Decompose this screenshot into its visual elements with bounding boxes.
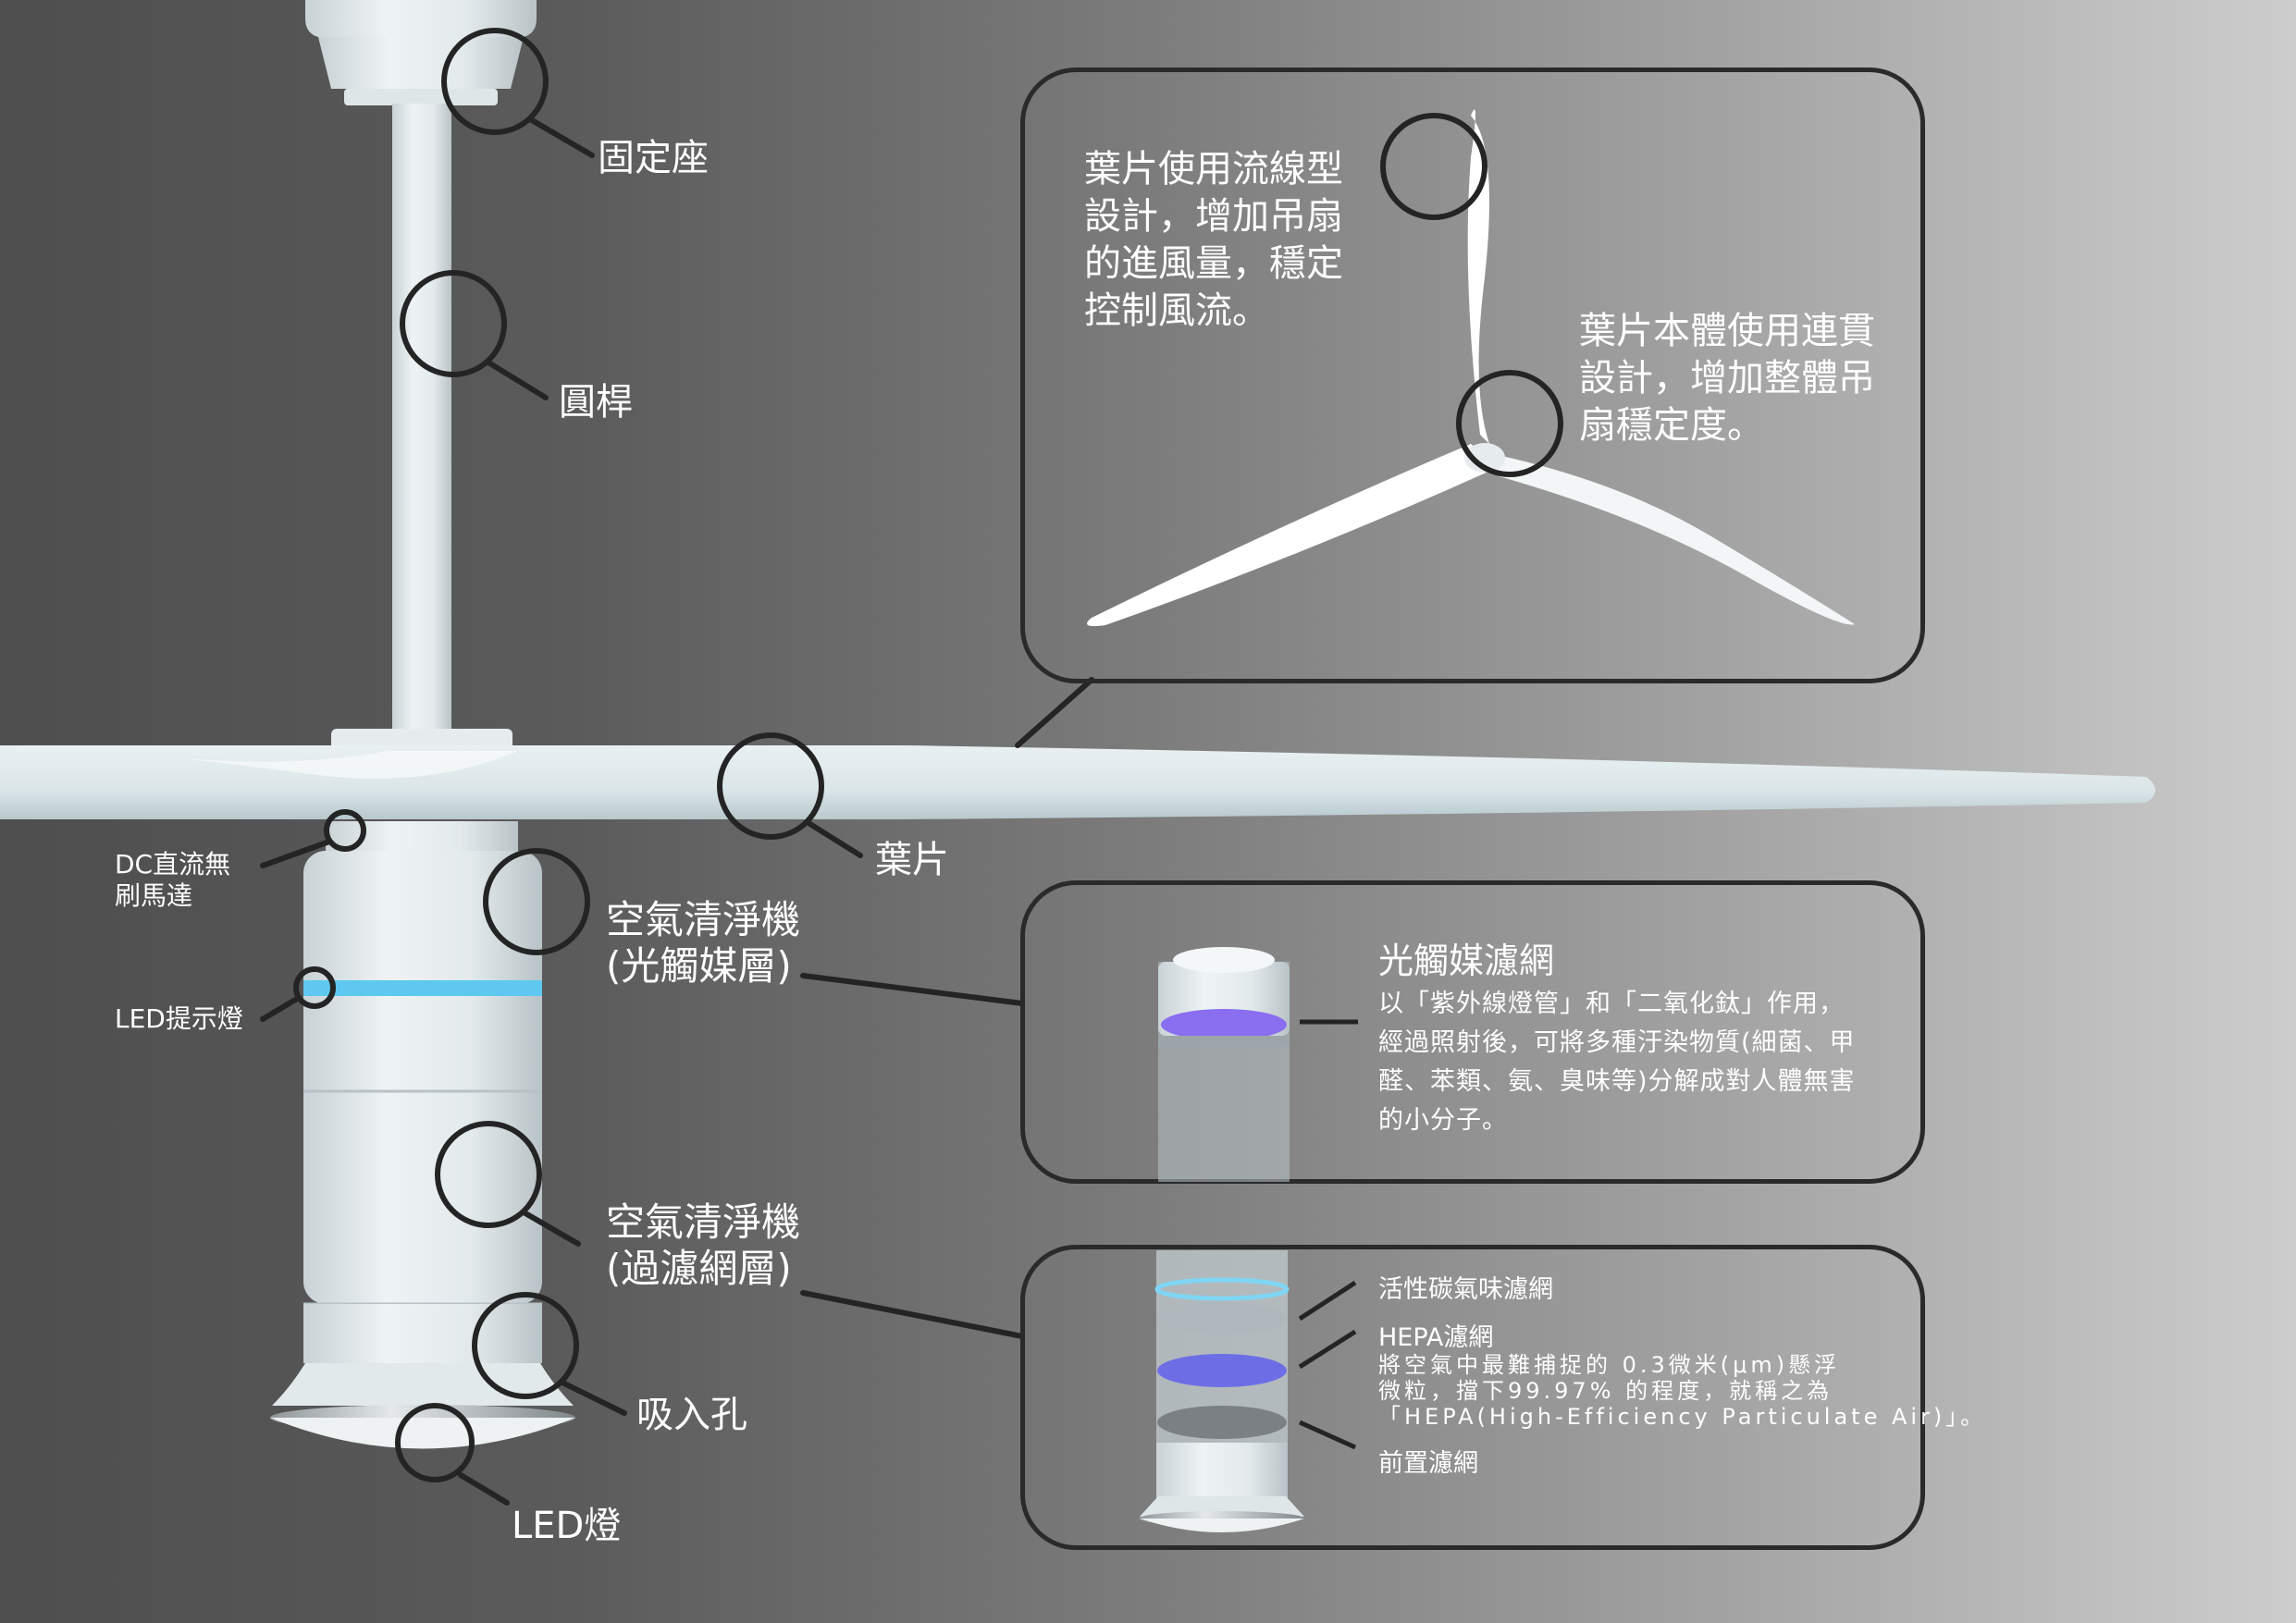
blade-continuous-text: 葉片本體使用連貫 設計，增加整體吊 扇穩定度。: [1579, 310, 1875, 447]
pre-filter-label: 前置濾網: [1378, 1449, 1478, 1478]
carbon-filter-label: 活性碳氣味濾網: [1378, 1275, 1553, 1304]
led-light-label: LED燈: [512, 1505, 622, 1547]
mount-callout-ring: [441, 28, 549, 135]
filter-layers-panel: [1020, 1245, 1925, 1550]
blade-streamline-text: 葉片使用流線型 設計，增加吊扇 的進風量，穩定 控制風流。: [1084, 148, 1343, 332]
blade-callout-ring: [717, 732, 824, 840]
motor-label: DC直流無 刷馬達: [115, 849, 231, 911]
purifier-body: [270, 821, 575, 1449]
led-light-callout-ring: [395, 1403, 475, 1482]
rod: [392, 104, 451, 742]
mount-label: 固定座: [598, 137, 709, 179]
main-blade: [0, 745, 2155, 819]
blade-label: 葉片: [875, 839, 949, 881]
led-indicator-callout-ring: [293, 966, 336, 1009]
photo-layer-callout-ring: [483, 848, 590, 955]
purifier-filter-label: 空氣清淨機 (過濾網層): [606, 1199, 801, 1291]
intake-label: 吸入孔: [636, 1394, 747, 1436]
intake-callout-ring: [472, 1292, 579, 1399]
hepa-filter-description: 將空氣中最難捕捉的 0.3微米(μm)懸浮 微粒，擋下99.97% 的程度，就稱…: [1378, 1352, 1987, 1430]
rod-label: 圓桿: [559, 381, 633, 424]
photocatalyst-body: 以「紫外線燈管」和「二氧化鈦」作用， 經過照射後，可將多種汙染物質(細菌、甲 醛…: [1378, 990, 1856, 1135]
photocatalyst-panel: [1020, 880, 1925, 1184]
photocatalyst-title: 光觸媒濾網: [1378, 941, 1555, 981]
mount-base: [305, 0, 537, 105]
filter-layer-callout-ring: [435, 1121, 542, 1228]
purifier-photocatalyst-label: 空氣清淨機 (光觸媒層): [606, 897, 801, 989]
motor-callout-ring: [324, 809, 366, 852]
hepa-filter-title: HEPA濾網: [1378, 1323, 1494, 1352]
rod-callout-ring: [400, 270, 507, 377]
blade-detail-panel: [1020, 68, 1925, 683]
led-indicator-label: LED提示燈: [115, 1003, 243, 1034]
